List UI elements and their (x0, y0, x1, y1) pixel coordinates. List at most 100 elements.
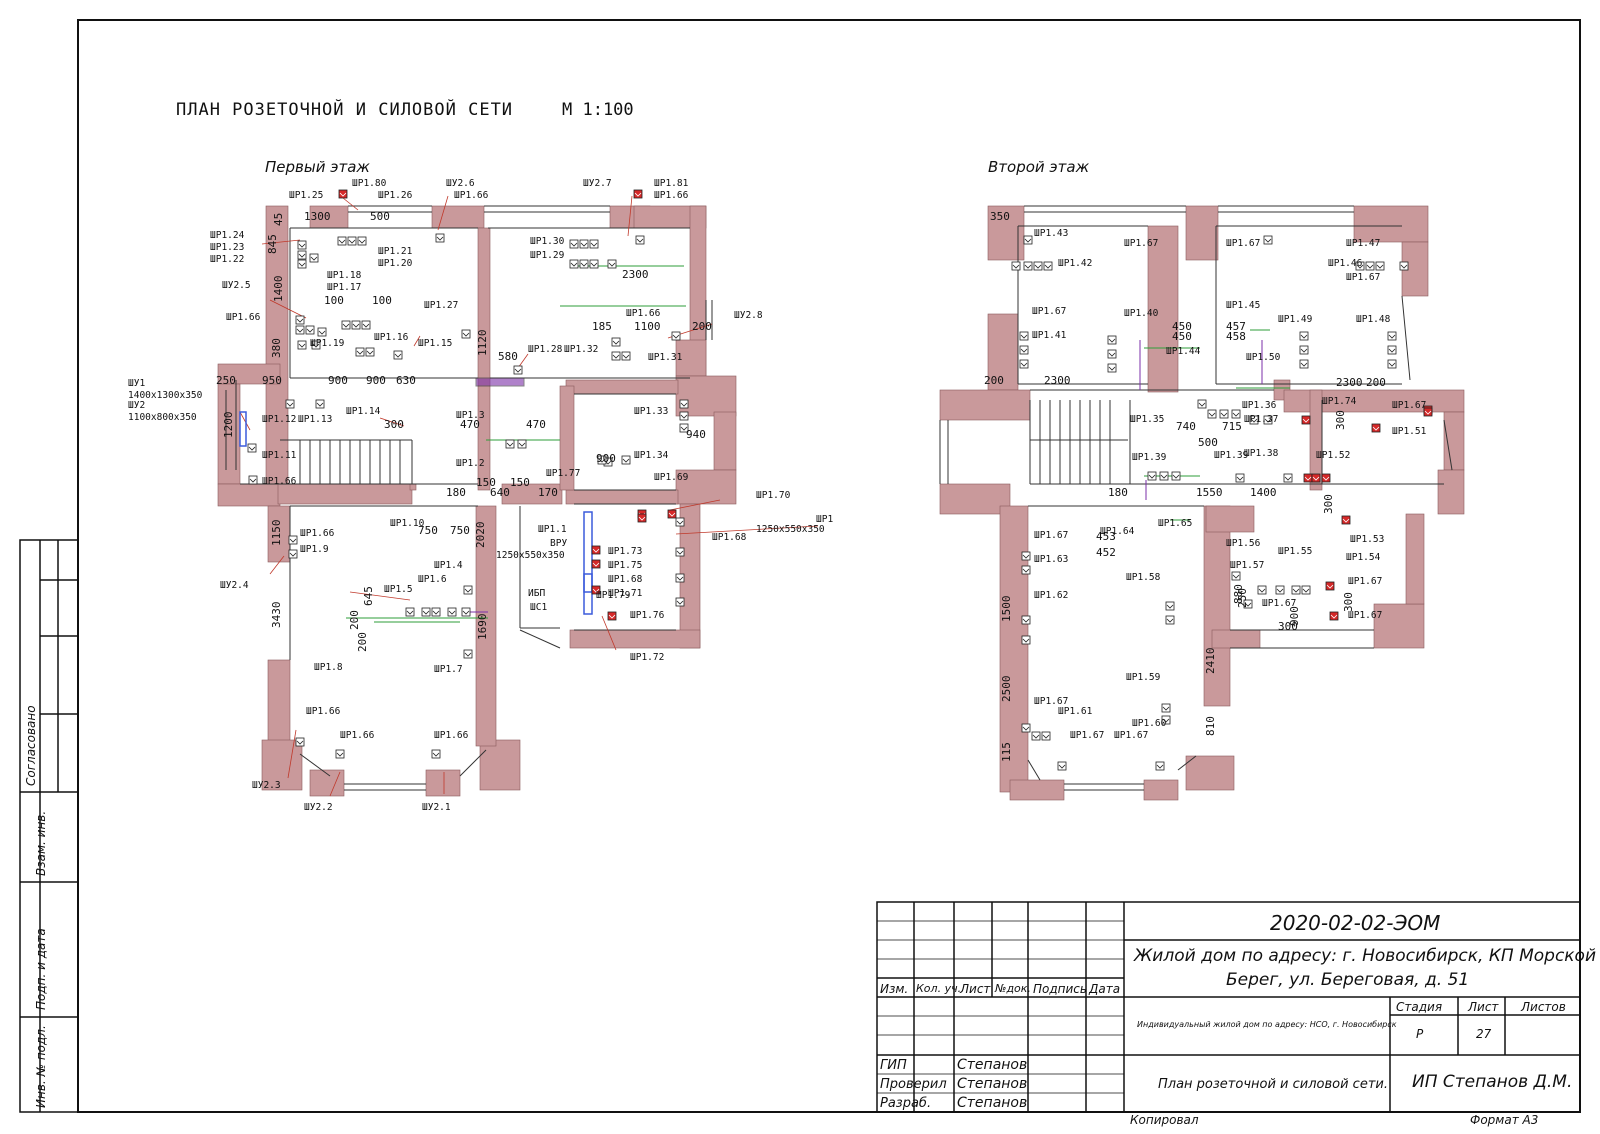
socket-icon (1171, 471, 1181, 481)
floor1-label-28: ШУ1 (128, 378, 145, 389)
floor2-label-0: ШР1.43 (1034, 228, 1068, 239)
floor1-label-33: ШР1.3 (456, 410, 485, 421)
floor1-label-69: ШР1.66 (340, 730, 375, 741)
socket-icon (611, 351, 621, 361)
floor2-label-38: ШР1.67 (1348, 610, 1382, 621)
socket-icon (361, 320, 371, 330)
red-socket-icon (637, 513, 647, 523)
plan-title: ПЛАН РОЗЕТОЧНОЙ И СИЛОВОЙ СЕТИ (176, 100, 514, 120)
floor1-walls (217, 205, 737, 797)
floor1-wall (477, 227, 491, 491)
floor2-wall (1009, 779, 1065, 801)
socket-icon (1387, 345, 1397, 355)
floor2-label-25: ШР1.64 (1100, 526, 1135, 537)
floor1-label-45: 1250x550x350 (756, 524, 825, 535)
floor1-wall (675, 375, 737, 417)
floor2-label-30: ШР1.55 (1278, 546, 1312, 557)
floor2-wall (939, 483, 1011, 515)
line (601, 615, 617, 651)
socket-icon (337, 236, 347, 246)
floor2-label-3: ШР1.47 (1346, 238, 1380, 249)
socket-icon (347, 236, 357, 246)
floor1-label-15: ШУ2.5 (222, 280, 251, 291)
socket-icon (1033, 261, 1043, 271)
socket-icon (1011, 261, 1021, 271)
floor1-label-66: ШР1.7 (434, 664, 463, 675)
stamp-description: Индивидуальный жилой дом по адресу: НСО,… (1137, 1020, 1397, 1029)
socket-icon (1161, 703, 1171, 713)
floor2-wall (1147, 225, 1179, 393)
stamp-name-2: Степанов (957, 1076, 1028, 1092)
floor2-dim-18: 452 (1096, 546, 1116, 559)
floor2-dim-2: 450 (1172, 330, 1192, 343)
socket-icon (1155, 761, 1165, 771)
socket-icon (579, 259, 589, 269)
floor2-label-29: ШР1.56 (1226, 538, 1261, 549)
floor1-dim-1: 500 (370, 210, 390, 223)
floor1-label-59: ШР1.5 (384, 584, 413, 595)
floor2-label-43: ШР1.67 (1070, 730, 1104, 741)
floor1-dim-7: 2300 (622, 268, 649, 281)
socket-icon (315, 399, 325, 409)
socket-icon (1023, 261, 1033, 271)
socket-icon (1021, 551, 1031, 561)
floor1-label-57: ШР1.6 (418, 574, 447, 585)
floor1-label-50: ШР1.68 (712, 532, 747, 543)
socket-icon (405, 607, 415, 617)
stamp-sheets-header: Листов (1521, 1000, 1566, 1014)
stamp-stage: Р (1416, 1027, 1424, 1041)
socket-icon (675, 517, 685, 527)
floor1-wall (569, 629, 701, 649)
socket-icon (295, 315, 305, 325)
floor2-label-11: ШР1.48 (1356, 314, 1391, 325)
socket-icon (393, 350, 403, 360)
socket-icon (1019, 331, 1029, 341)
floor2-dim-24: 300 (1342, 592, 1355, 612)
floor2-label-15: ШР1.74 (1322, 396, 1357, 407)
socket-icon (621, 351, 631, 361)
socket-icon (1021, 565, 1031, 575)
floor1-label-51: ШР1.66 (300, 528, 335, 539)
floor2-dim-16: 300 (1322, 494, 1335, 514)
floor2-label-14: ШР1.50 (1246, 352, 1281, 363)
floor2-wall (1185, 205, 1219, 261)
floor1-wall (217, 483, 281, 507)
floor1-label-22: ШР1.16 (374, 332, 409, 343)
stamp-col-sign: Подпись (1033, 982, 1087, 996)
stamp-col-list: Лист (960, 982, 991, 996)
floor1-label-21: ШР1.66 (226, 312, 261, 323)
socket-icon (1355, 261, 1365, 271)
floor2-label-40: ШР1.67 (1034, 696, 1068, 707)
floor2-dim-13: 180 (1108, 486, 1128, 499)
red-socket-icon (633, 189, 643, 199)
floor2-label-39: ШР1.59 (1126, 672, 1161, 683)
floor2-label-42: ШР1.60 (1132, 718, 1167, 729)
socket-icon (1159, 471, 1169, 481)
red-socket-icon (1341, 515, 1351, 525)
socket-icon (463, 649, 473, 659)
floor2-dim-8: 200 (1366, 376, 1386, 389)
floor1-label-1: ШР1.25 (289, 190, 323, 201)
floor1-wall (713, 411, 737, 471)
floor2-dim-23: 300 (1278, 620, 1298, 633)
floor1-dim-18: 630 (396, 374, 416, 387)
floor1-label-48: ВРУ (550, 538, 567, 549)
floor1-label-68: ШР1.66 (306, 706, 341, 717)
floor2-label-26: ШР1.65 (1158, 518, 1192, 529)
socket-icon (297, 259, 307, 269)
panel-vru (583, 511, 593, 593)
floor2-walls (939, 205, 1465, 801)
floor1-wall (479, 739, 521, 791)
socket-icon (1243, 599, 1253, 609)
line (379, 417, 405, 427)
stamp-copied: Копировал (1130, 1113, 1199, 1127)
floor2-wall (987, 313, 1019, 391)
floor1-dim-36: 200 (356, 632, 369, 652)
panel-ibp (583, 573, 593, 615)
socket-icon (1231, 409, 1241, 419)
floor1-label-67: ШР1.8 (314, 662, 343, 673)
socket-icon (435, 233, 445, 243)
floor1-dim-22: 470 (526, 418, 546, 431)
